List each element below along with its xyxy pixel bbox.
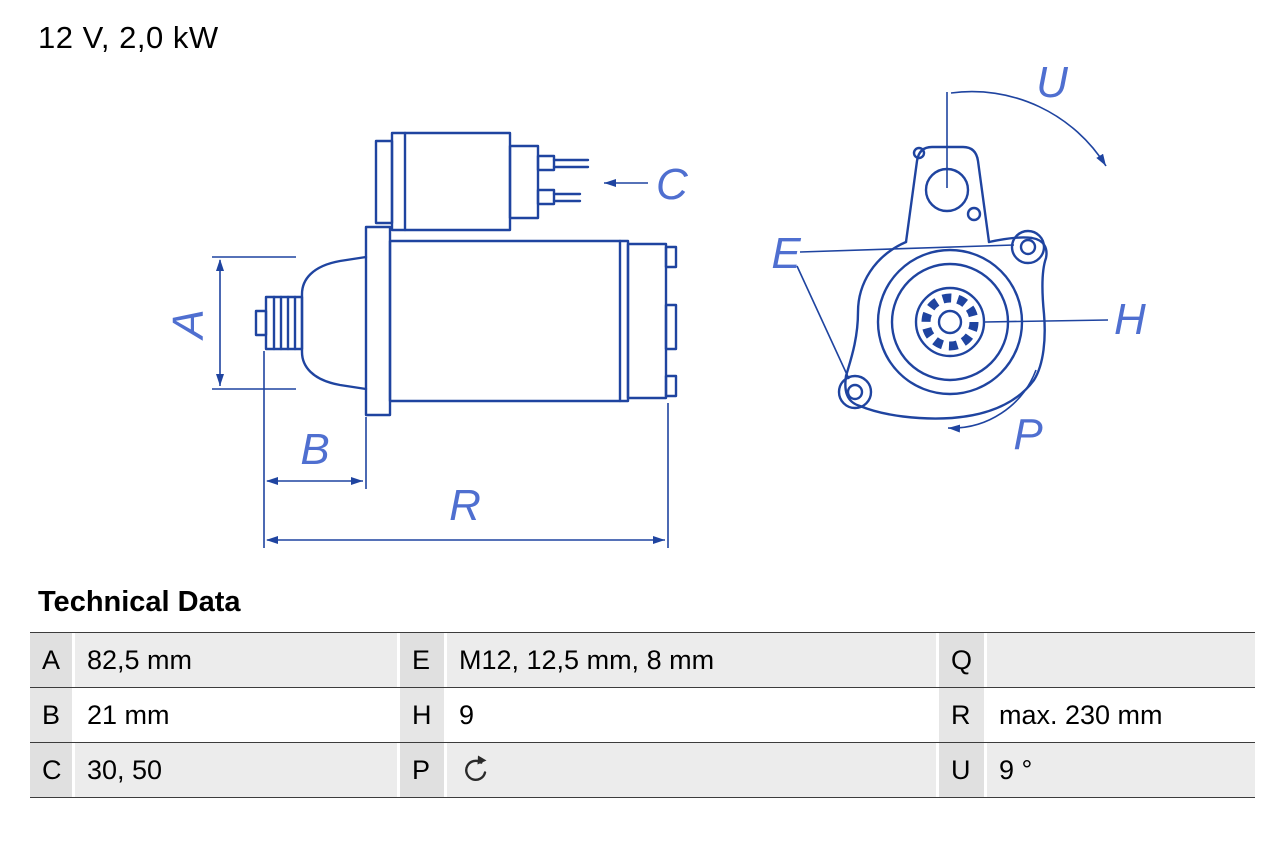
table-row: B 21 mm H 9 R max. 230 mm	[30, 687, 1255, 742]
tech-value-R: max. 230 mm	[987, 688, 1255, 742]
front-view: E H U P	[771, 58, 1146, 459]
tech-key-E: E	[400, 633, 444, 687]
solenoid	[374, 131, 590, 232]
table-row: C 30, 50 P U 9 °	[30, 742, 1255, 797]
mounting-flange	[837, 229, 1048, 420]
dim-label-C: C	[656, 160, 689, 209]
tech-key-B: B	[30, 688, 72, 742]
rotation-ccw-icon	[465, 755, 487, 782]
dim-label-B: B	[300, 425, 329, 474]
dim-label-P: P	[1013, 410, 1043, 459]
tech-key-A: A	[30, 633, 72, 687]
dimension-P: P	[947, 369, 1043, 459]
drive-housing	[254, 255, 368, 391]
tech-value-C: 30, 50	[75, 743, 397, 797]
dimension-R: R	[266, 403, 669, 548]
tech-value-E: M12, 12,5 mm, 8 mm	[447, 633, 936, 687]
technical-data-title: Technical Data	[38, 586, 241, 618]
tech-key-R: R	[939, 688, 984, 742]
dim-label-U: U	[1036, 58, 1068, 107]
page-title: 12 V, 2,0 kW	[38, 20, 219, 55]
tech-key-Q: Q	[939, 633, 984, 687]
tech-key-C: C	[30, 743, 72, 797]
dim-label-E: E	[771, 229, 801, 278]
technical-drawing: A B R C	[164, 58, 1146, 548]
dim-label-H: H	[1114, 295, 1146, 344]
tech-key-P: P	[400, 743, 444, 797]
tech-value-Q	[987, 633, 1255, 687]
tech-value-H: 9	[447, 688, 936, 742]
tech-value-B: 21 mm	[75, 688, 397, 742]
tech-key-U: U	[939, 743, 984, 797]
table-row: A 82,5 mm E M12, 12,5 mm, 8 mm Q	[30, 633, 1255, 687]
dimension-A: A	[164, 256, 296, 390]
technical-data-table: A 82,5 mm E M12, 12,5 mm, 8 mm Q B 21 mm…	[30, 632, 1255, 798]
tech-value-P	[447, 743, 936, 797]
tech-value-U: 9 °	[987, 743, 1255, 797]
dim-label-A: A	[164, 309, 213, 341]
dimension-U: U	[950, 58, 1107, 167]
dimension-H: H	[984, 295, 1146, 344]
motor-body	[364, 225, 678, 417]
dimension-B: B	[263, 351, 367, 548]
pinion-gear-front	[921, 293, 979, 351]
dimension-E: E	[771, 229, 1015, 380]
dim-label-R: R	[449, 481, 481, 530]
tech-value-A: 82,5 mm	[75, 633, 397, 687]
tech-key-H: H	[400, 688, 444, 742]
side-view: A B R C	[164, 131, 689, 548]
dimension-C: C	[604, 160, 689, 209]
mounting-bracket	[904, 92, 991, 244]
